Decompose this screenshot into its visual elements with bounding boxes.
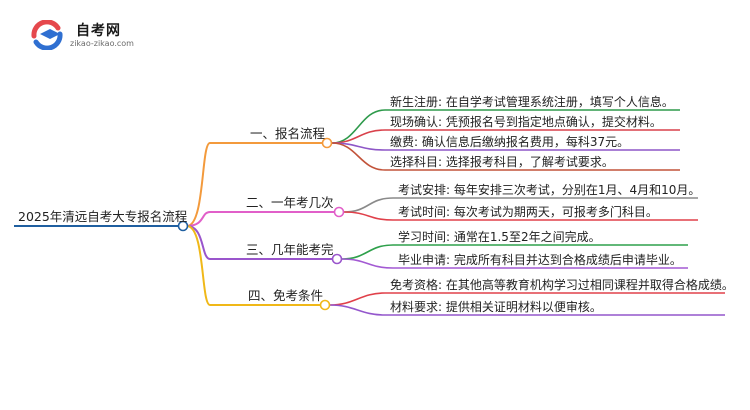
branch-topic: 一、报名流程 xyxy=(250,126,326,141)
leaf-connector xyxy=(343,211,394,221)
branch-topic: 二、一年考几次 xyxy=(246,195,334,210)
leaf-topic: 新生注册: 在自学考试管理系统注册，填写个人信息。 xyxy=(390,95,674,109)
leaf-connector xyxy=(331,142,386,171)
leaf-connector xyxy=(329,292,386,306)
branch-node xyxy=(331,253,343,265)
leaf-connector xyxy=(341,244,394,260)
leaf-topic: 选择科目: 选择报考科目，了解考试要求。 xyxy=(390,155,614,169)
leaf-connector xyxy=(331,109,386,144)
leaf-topic: 毕业申请: 完成所有科目并达到合格成绩后申请毕业。 xyxy=(398,253,682,267)
branch-connector xyxy=(186,142,211,227)
graduation-cap-icon xyxy=(31,20,63,50)
branch-topic: 四、免考条件 xyxy=(248,288,324,303)
branch-node xyxy=(333,206,345,218)
branch-node xyxy=(321,137,333,149)
leaf-topic: 考试安排: 每年安排三次考试，分别在1月、4月和10月。 xyxy=(398,183,701,197)
leaf-topic: 免考资格: 在其他高等教育机构学习过相同课程并取得合格成绩。 xyxy=(390,278,734,292)
branch-connector xyxy=(186,225,211,306)
leaf-topic: 缴费: 确认信息后缴纳报名费用，每科37元。 xyxy=(390,135,630,149)
leaf-connector xyxy=(329,304,386,316)
branch-node xyxy=(319,299,331,311)
leaf-topic: 现场确认: 凭预报名号到指定地点确认，提交材料。 xyxy=(390,115,662,129)
leaf-topic: 学习时间: 通常在1.5至2年之间完成。 xyxy=(398,230,601,244)
site-name: 自考网 xyxy=(76,23,121,39)
branch-topic: 三、几年能考完 xyxy=(246,242,334,257)
site-domain: zikao-zikao.com xyxy=(70,39,134,48)
leaf-connector xyxy=(341,258,394,269)
site-logo[interactable]: 自考网 zikao-zikao.com xyxy=(30,18,150,52)
root-topic: 2025年清远自考大专报名流程 xyxy=(18,209,188,224)
leaf-connector xyxy=(343,197,394,213)
root-node xyxy=(177,220,189,232)
leaf-topic: 考试时间: 每次考试为期两天，可报考多门科目。 xyxy=(398,205,658,219)
leaf-topic: 材料要求: 提供相关证明材料以便审核。 xyxy=(390,300,602,314)
